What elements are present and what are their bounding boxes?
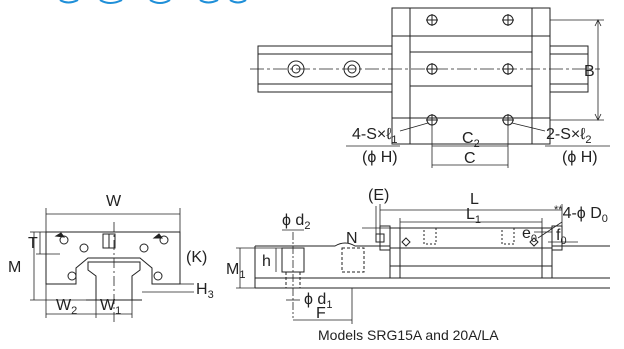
dim-e0-label: e0 <box>522 225 537 245</box>
dim-B-label: B <box>584 63 595 80</box>
block-side <box>389 227 553 279</box>
dim-W-label: W <box>106 193 122 210</box>
block-body <box>409 7 533 145</box>
datum-hole-icon <box>401 237 539 247</box>
dim-E-label: (E) <box>368 187 389 204</box>
dim-f0-label: f0 <box>556 227 567 247</box>
top-view <box>250 7 610 168</box>
callout-2-S-l2: 2-S×ℓ2 <box>546 126 592 146</box>
end-view <box>30 208 194 322</box>
dim-H3-label: H3 <box>196 281 214 301</box>
dim-W2-label: W2 <box>56 297 77 317</box>
dim-T-label: T <box>28 235 38 252</box>
grease-nipple-side-icon <box>375 233 385 243</box>
side-view <box>236 204 610 324</box>
end-hole-icon <box>59 235 169 281</box>
dim-K-label: (K) <box>186 249 207 266</box>
block-outer <box>391 7 551 145</box>
header-fragment <box>59 0 247 4</box>
callout-4-S-l1: 4-S×ℓ1 <box>352 126 398 146</box>
rail-side-top <box>255 242 610 247</box>
end-seal <box>379 225 391 251</box>
dim-N-label: N <box>346 230 358 247</box>
dim-M1-label: M1 <box>226 261 245 281</box>
callout-phiH-right: (ϕ H) <box>562 149 598 166</box>
callout-phiH-left: (ϕ H) <box>362 149 398 166</box>
dim-C-label: C <box>464 150 476 167</box>
dim-d2-label: ϕ d2 <box>282 212 310 232</box>
block-profile <box>45 231 181 285</box>
dim-C2-label: C2 <box>462 130 480 150</box>
dim-h-label: h <box>262 253 271 270</box>
callout-4-phi-D0: **4-ϕ D0 <box>554 204 608 225</box>
dim-F-label: F <box>316 305 326 322</box>
dim-L1-label: L1 <box>466 206 481 226</box>
figure-caption: Models SRG15A and 20A/LA <box>318 327 499 343</box>
dim-d1-label: ϕ d1 <box>304 291 332 311</box>
dim-L-label: L <box>470 191 479 208</box>
dim-M-label: M <box>8 259 21 276</box>
dim-W1-label: W1 <box>100 297 121 317</box>
